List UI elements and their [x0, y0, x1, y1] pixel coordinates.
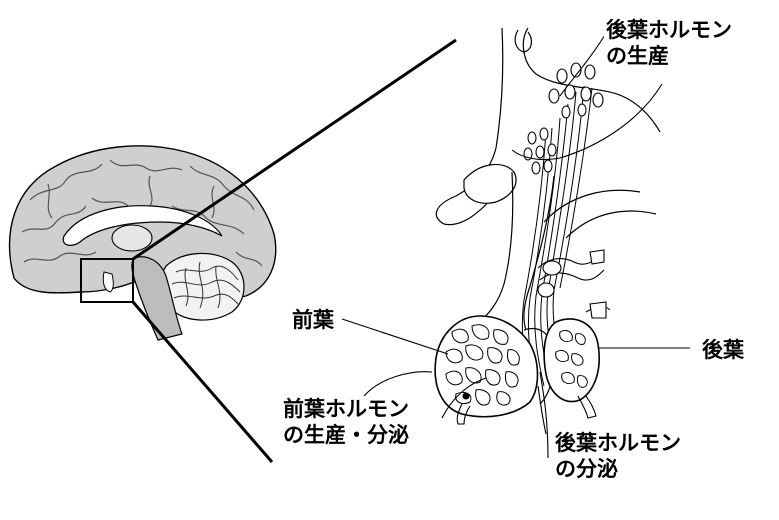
- label-posterior-lobe: 後葉: [700, 337, 746, 363]
- leader-posterior-secretion-b: [537, 385, 547, 435]
- portal-vessels: [537, 249, 611, 319]
- thalamus: [111, 224, 153, 252]
- zoom-line-top: [132, 38, 457, 261]
- vessel-dot: [462, 392, 470, 400]
- third-ventricle: [514, 29, 533, 53]
- label-posterior-production: 後葉ホルモン の生産: [604, 17, 734, 69]
- corpus-callosum: [62, 205, 223, 246]
- label-anterior-lobe: 前葉: [290, 307, 336, 333]
- label-posterior-secretion: 後葉ホルモン の分泌: [553, 430, 683, 482]
- hypothalamus-outline-right: [522, 27, 661, 133]
- label-anterior-production-line1: 前葉ホルモン: [283, 397, 409, 421]
- brain-illustration: [8, 145, 277, 341]
- stalk-left: [479, 171, 514, 323]
- label-anterior-production: 前葉ホルモン の生産・分泌: [281, 396, 411, 448]
- outflow-vessels: [456, 392, 597, 425]
- anterior-lobe-cells: [445, 324, 520, 406]
- leader-posterior-production-a: [559, 29, 609, 97]
- cerebellum-folia: [171, 261, 241, 309]
- label-posterior-production-line1: 後葉ホルモン: [606, 18, 732, 42]
- label-anterior-production-line2: の生産・分泌: [283, 423, 409, 447]
- leader-posterior-secretion: [539, 371, 549, 459]
- hypothalamus-outline-left: [435, 27, 504, 226]
- pituitary-detail: [434, 27, 661, 425]
- leader-lines: [341, 29, 690, 459]
- label-posterior-secretion-line1: 後葉ホルモン: [555, 431, 681, 455]
- neuron-cluster-upper: [548, 62, 604, 119]
- brain-pituitary: [102, 271, 114, 293]
- stalk-right: [523, 175, 555, 331]
- anterior-lobe-outline: [434, 315, 539, 418]
- leader-anterior-production: [441, 377, 487, 419]
- leader-posterior-production-b: [511, 83, 663, 161]
- leader-anterior-lobe: [341, 318, 449, 355]
- brain-gyri: [21, 159, 263, 267]
- posterior-lobe-cells: [555, 329, 588, 388]
- zoom-line-bottom: [131, 301, 274, 463]
- posterior-outline: [543, 189, 641, 223]
- optic-chiasm: [463, 163, 517, 204]
- label-posterior-secretion-line2: の分泌: [555, 457, 618, 481]
- zoom-box: [80, 258, 134, 303]
- posterior-outline-2: [565, 210, 657, 239]
- leader-anterior-production-b: [363, 371, 433, 397]
- neuron-cluster-lower: [523, 127, 557, 175]
- label-posterior-production-line2: の生産: [606, 44, 669, 68]
